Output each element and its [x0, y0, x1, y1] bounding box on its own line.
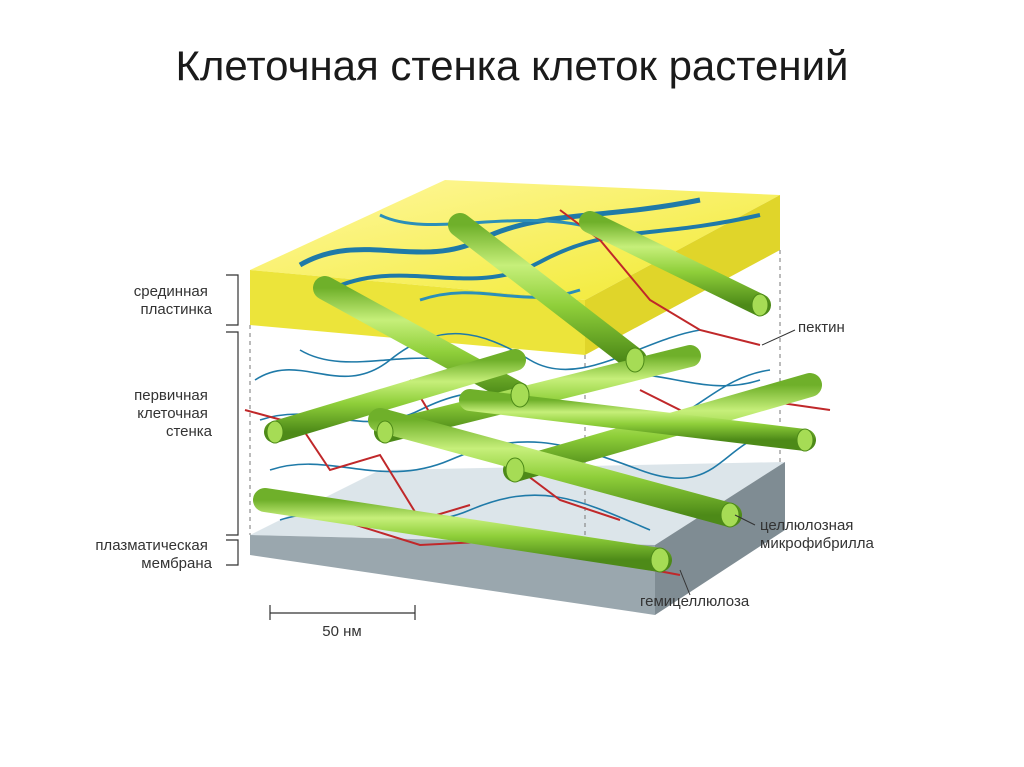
label-hemicellulose: гемицеллюлоза [640, 593, 750, 610]
scale-bar [269, 605, 416, 620]
label-middle-lamella: срединная пластинка [134, 283, 213, 318]
label-pectin: пектин [798, 319, 845, 336]
scale-label: 50 нм [322, 623, 361, 640]
label-cellulose: целлюлозная микрофибрилла [760, 517, 874, 552]
label-primary-wall: первичная клеточная стенка [134, 387, 213, 440]
left-brackets [226, 274, 239, 566]
leader-lines [679, 329, 796, 596]
label-plasma-membrane: плазматическая мембрана [95, 537, 212, 572]
page-title: Клеточная стенка клеток растений [175, 42, 849, 89]
cellulose-microfibrils [253, 211, 822, 573]
